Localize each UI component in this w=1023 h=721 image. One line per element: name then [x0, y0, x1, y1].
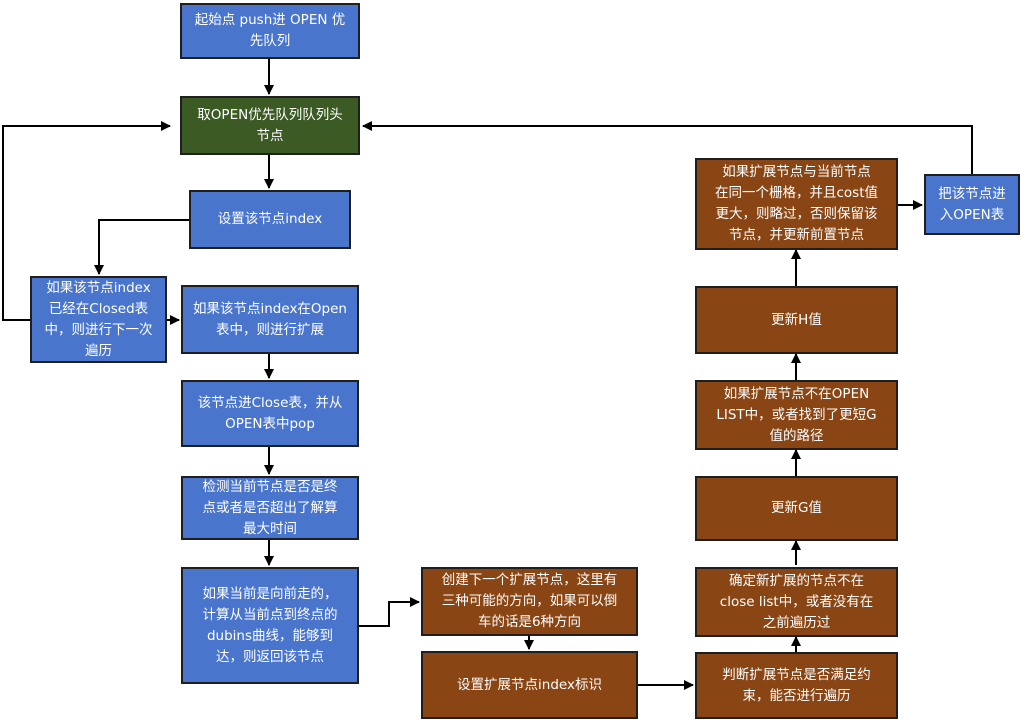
node-pop-open-head: 取OPEN优先队列队列头 节点	[180, 96, 360, 155]
node-set-ext-index: 设置扩展节点index标识	[421, 651, 638, 719]
arrow-pushopen-to-pop	[362, 121, 973, 174]
node-not-in-close: 确定新扩展的节点不在 close list中，或者没有在 之前遍历过	[695, 567, 898, 637]
arrow-dubins-to-create	[359, 597, 420, 627]
node-set-index: 设置该节点index	[189, 190, 351, 249]
node-dubins: 如果当前是向前走的， 计算从当前点到终点的 dubins曲线，能够到 达，则返回…	[181, 567, 359, 684]
node-update-g: 更新G值	[695, 476, 898, 541]
node-create-next: 创建下一个扩展节点，这里有 三种可能的方向，如果可以倒 车的话是6种方向	[421, 567, 638, 636]
node-check-end: 检测当前节点是否是终 点或者是否超出了解算 最大时间	[181, 476, 359, 540]
node-same-grid: 如果扩展节点与当前节点 在同一个栅格，并且cost值 更大，则略过，否则保留该 …	[695, 158, 898, 250]
node-update-h: 更新H值	[695, 286, 898, 354]
node-to-close: 该节点进Close表，并从 OPEN表中pop	[181, 380, 359, 447]
arrow-closed-to-pop	[2, 121, 171, 321]
node-in-open: 如果该节点index在Open 表中，则进行扩展	[181, 285, 359, 354]
node-check-constraint: 判断扩展节点是否满足约 束，能否进行遍历	[695, 652, 898, 719]
arrow-setindex-to-closed	[94, 219, 189, 275]
node-push-open: 把该节点进 入OPEN表	[924, 174, 1020, 235]
node-start: 起始点 push进 OPEN 优 先队列	[180, 3, 360, 59]
node-not-in-open: 如果扩展节点不在OPEN LIST中，或者找到了更短G 值的路径	[695, 380, 898, 450]
node-in-closed: 如果该节点index 已经在Closed表 中，则进行下一次 遍历	[30, 276, 167, 363]
